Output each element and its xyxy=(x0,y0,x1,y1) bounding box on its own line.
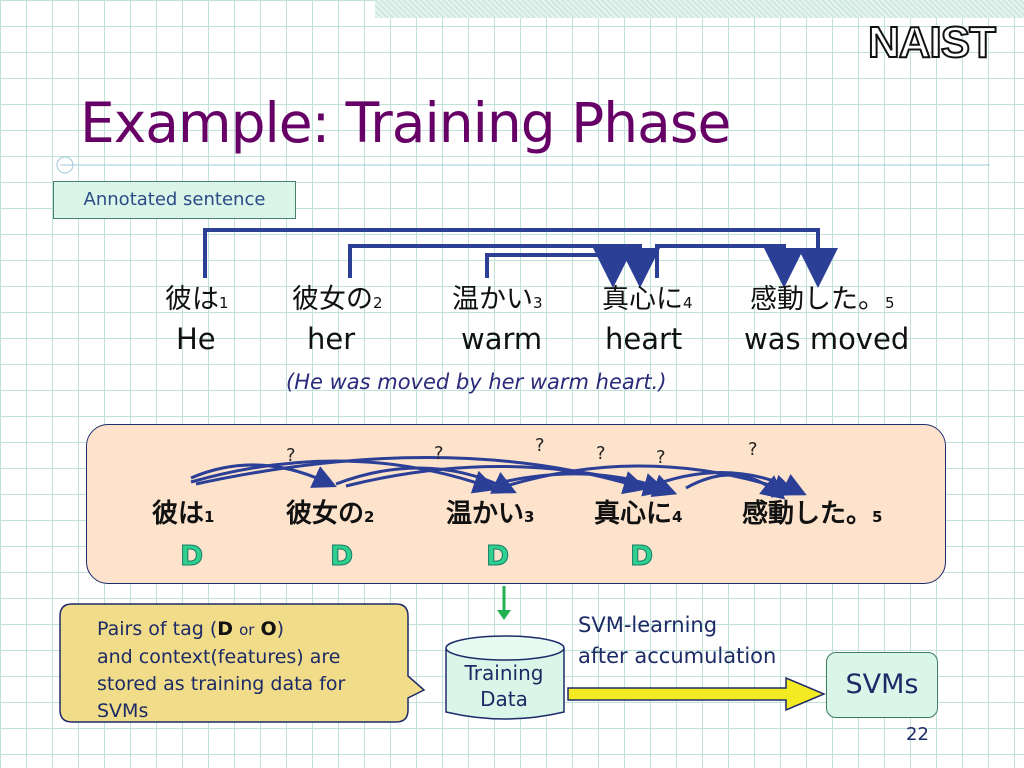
panel-word-1: 彼は1 xyxy=(152,498,214,533)
callout-or: or xyxy=(239,621,255,639)
word-en-5: was moved xyxy=(744,322,910,356)
panel-word-3-index: 3 xyxy=(524,508,535,526)
word-en-2: her xyxy=(307,322,356,356)
panel-word-4: 真心に4 xyxy=(594,498,682,533)
question-mark-3: ? xyxy=(535,435,545,456)
question-mark-2: ? xyxy=(434,443,444,464)
panel-word-3: 温かい3 xyxy=(446,498,534,533)
word-jp-2: 彼女の2 xyxy=(292,284,383,319)
naist-logo: NAIST xyxy=(867,17,997,68)
panel-word-4-index: 4 xyxy=(672,508,683,526)
decorative-rule xyxy=(56,156,990,174)
panel-word-2-index: 2 xyxy=(364,508,375,526)
panel-word-5: 感動した。5 xyxy=(742,498,882,533)
svms-box: SVMs xyxy=(826,652,938,718)
slide-title: Example: Training Phase xyxy=(80,91,731,155)
word-jp-2-text: 彼女の xyxy=(292,284,373,315)
word-jp-2-index: 2 xyxy=(373,294,383,312)
panel-word-1-text: 彼は xyxy=(152,499,205,529)
page-number: 22 xyxy=(906,724,929,745)
word-jp-3-index: 3 xyxy=(533,294,543,312)
tag-2: D xyxy=(329,539,354,572)
panel-word-2-text: 彼女の xyxy=(286,499,365,529)
callout-tag-d: D xyxy=(217,618,234,640)
question-mark-4: ? xyxy=(596,443,606,464)
training-data-label: Training Data xyxy=(446,660,562,712)
down-arrow-icon xyxy=(497,586,511,620)
panel-word-5-index: 5 xyxy=(872,508,883,526)
yellow-arrow-icon xyxy=(567,676,826,712)
word-jp-4-text: 真心に xyxy=(602,284,683,315)
word-jp-1: 彼は1 xyxy=(165,284,229,319)
word-jp-4: 真心に4 xyxy=(602,284,693,319)
callout-box xyxy=(59,603,426,723)
tag-1: D xyxy=(179,539,204,572)
callout-rest: and context(features) are stored as trai… xyxy=(97,646,346,722)
callout-line1-pre: Pairs of tag ( xyxy=(97,618,218,640)
panel-word-4-text: 真心に xyxy=(594,499,673,529)
question-mark-6: ? xyxy=(748,439,758,460)
tag-3: D xyxy=(485,539,510,572)
panel-word-1-index: 1 xyxy=(204,508,215,526)
tag-4: D xyxy=(629,539,654,572)
word-jp-3: 温かい3 xyxy=(452,284,543,319)
candidate-arcs xyxy=(190,456,807,500)
word-jp-5: 感動した。5 xyxy=(750,284,895,319)
word-jp-3-text: 温かい xyxy=(452,284,533,315)
callout-line1-post: ) xyxy=(276,618,285,640)
svm-learning-label: SVM-learning after accumulation xyxy=(578,610,776,672)
translation-text: (He was moved by her warm heart.) xyxy=(286,370,667,394)
panel-word-2: 彼女の2 xyxy=(286,498,374,533)
word-en-3: warm xyxy=(461,322,543,356)
header-band xyxy=(375,0,1024,18)
training-data-line-2: Data xyxy=(480,687,528,711)
panel-word-3-text: 温かい xyxy=(446,499,525,529)
word-jp-4-index: 4 xyxy=(683,294,693,312)
candidate-panel xyxy=(86,424,946,584)
svm-learning-line-1: SVM-learning xyxy=(578,613,718,637)
question-mark-1: ? xyxy=(286,445,296,466)
word-jp-1-text: 彼は xyxy=(165,284,219,315)
word-jp-5-index: 5 xyxy=(885,294,895,312)
callout-tag-o: O xyxy=(260,618,277,640)
question-mark-5: ? xyxy=(656,447,666,468)
panel-word-5-text: 感動した。 xyxy=(742,499,873,529)
dependency-arrows xyxy=(203,228,838,288)
word-jp-5-text: 感動した。 xyxy=(750,284,885,315)
training-data-cylinder xyxy=(445,635,565,720)
callout-text: Pairs of tag (D or O) and context(featur… xyxy=(97,616,397,725)
word-en-4: heart xyxy=(605,322,683,356)
training-data-line-1: Training xyxy=(464,661,544,685)
word-jp-1-index: 1 xyxy=(219,294,229,312)
svm-learning-line-2: after accumulation xyxy=(578,644,777,668)
word-en-1: He xyxy=(176,322,216,356)
annotated-sentence-label: Annotated sentence xyxy=(53,181,296,219)
